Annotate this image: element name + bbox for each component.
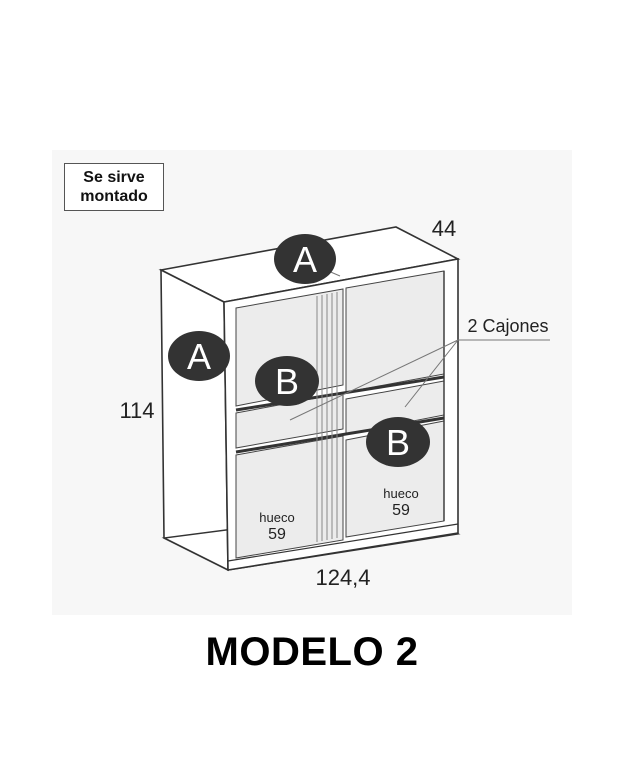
- assembly-note-line2: montado: [80, 188, 148, 205]
- width-label: 124,4: [315, 565, 370, 590]
- left-compartment-value: 59: [268, 526, 286, 543]
- model-title: MODELO 2: [205, 630, 419, 674]
- badge-b-left: B: [255, 356, 319, 406]
- left-compartment-label: hueco: [259, 510, 294, 525]
- vertical-grooves: [316, 292, 338, 542]
- callout-leaders: [289, 269, 550, 421]
- badge-b-right: B: [366, 417, 430, 467]
- assembly-note: Se sirve montado: [64, 163, 164, 211]
- height-label: 114: [119, 398, 154, 423]
- cabinet-left-side: [160, 268, 229, 572]
- lower-left-compartment: [235, 435, 344, 559]
- badge-b-right-label: B: [386, 422, 410, 463]
- depth-label: 44: [432, 216, 456, 241]
- badge-b-left-label: B: [275, 361, 299, 402]
- assembly-note-line1: Se sirve: [83, 169, 145, 186]
- badge-a-top: A: [274, 234, 336, 284]
- badge-a-top-label: A: [293, 239, 317, 280]
- upper-right-panel: [345, 270, 445, 393]
- drawer-divider-top: [235, 375, 445, 412]
- callout-label: 2 Cajones: [467, 316, 548, 336]
- plinth-line: [227, 523, 459, 562]
- badge-a-side-label: A: [187, 336, 211, 377]
- badge-a-side: A: [168, 331, 230, 381]
- right-compartment-label: hueco: [383, 486, 418, 501]
- right-compartment-value: 59: [392, 502, 410, 519]
